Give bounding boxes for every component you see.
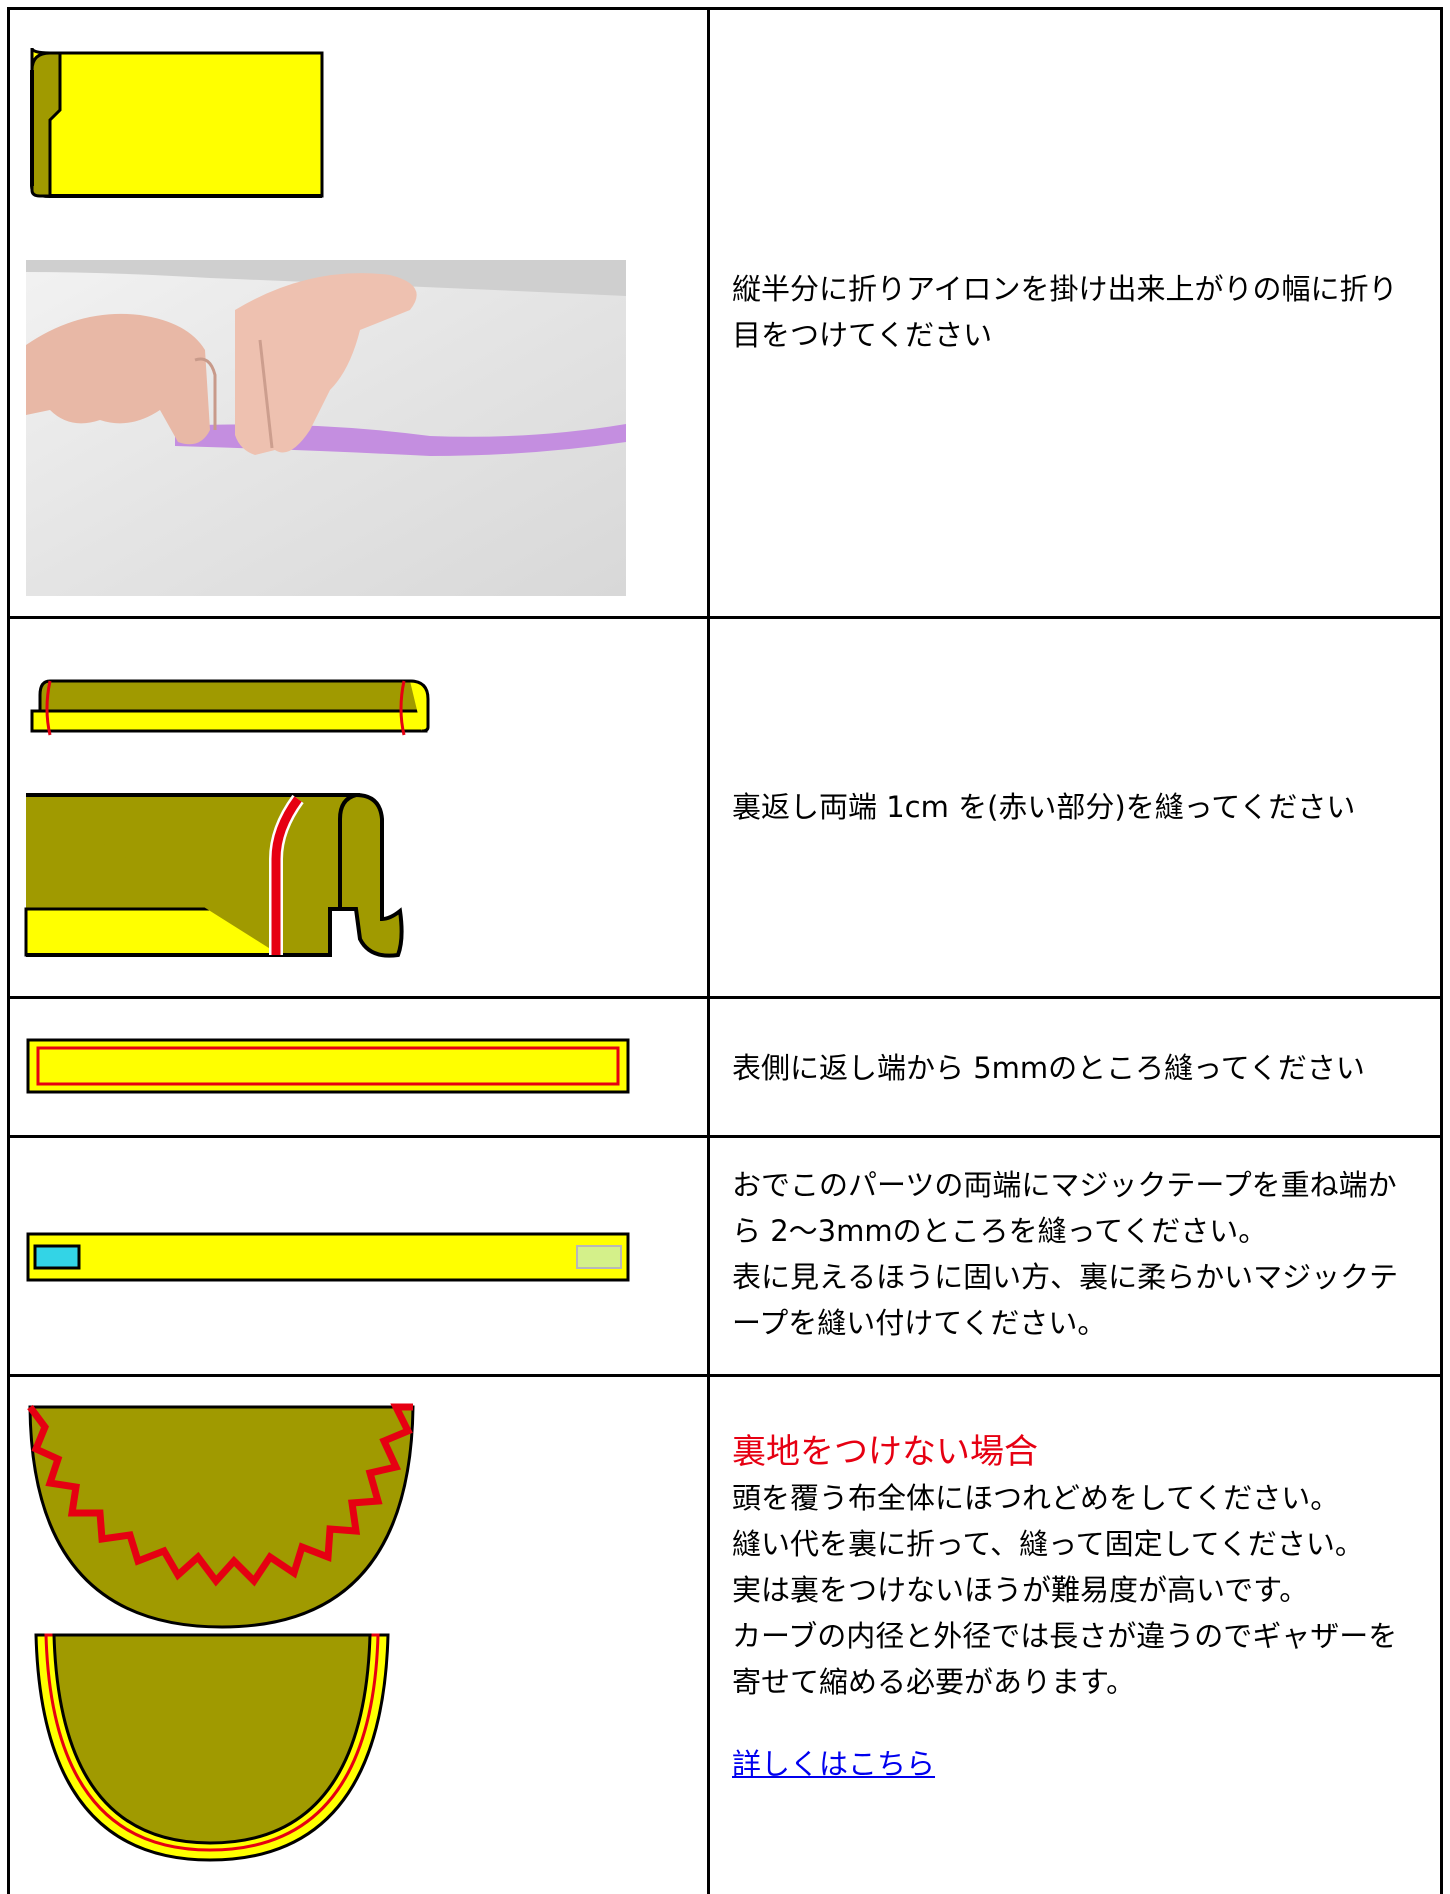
instruction-line: 縫い代を裏に折って、縫って固定してください。 (732, 1527, 1364, 1561)
row-4-image-cell (10, 1138, 707, 1374)
folded-strip-diagram (30, 47, 324, 198)
row-divider (7, 616, 1443, 619)
instruction-line: おでこのパーツの両端にマジックテープを重ね端か (732, 1168, 1397, 1202)
instruction-line: ープを縫い付けてください。 (732, 1306, 1107, 1340)
zigzag-semicircle-diagram (27, 1403, 415, 1629)
row-4-instruction: おでこのパーツの両端にマジックテープを重ね端か ら 2〜3mmのところを縫ってく… (732, 1162, 1422, 1346)
topstitched-strip-diagram (26, 1038, 630, 1094)
row-divider (7, 1135, 1443, 1138)
rolled-end-closeup-diagram (24, 793, 404, 958)
details-link[interactable]: 詳しくはこちら (732, 1747, 936, 1781)
row-1-instruction: 縦半分に折りアイロンを掛け出来上がりの幅に折り目をつけてください (732, 272, 1398, 352)
strip-with-velcro-diagram (26, 1232, 630, 1282)
row-2-instruction: 裏返し両端 1cm を(赤い部分)を縫ってください (732, 790, 1356, 824)
instruction-line: ら 2〜3mmのところを縫ってください。 (732, 1214, 1268, 1248)
row-1-image-cell (10, 10, 707, 616)
row-divider (7, 1374, 1443, 1377)
hemmed-semicircle-diagram (34, 1633, 390, 1862)
table-border (7, 7, 1443, 1894)
instruction-line: 頭を覆う布全体にほつれどめをしてください。 (732, 1481, 1340, 1515)
strip-with-red-seams-diagram (30, 679, 430, 736)
row-divider (7, 996, 1443, 999)
row-5-image-cell (10, 1377, 707, 1894)
column-divider (707, 7, 710, 1894)
row-5-instruction: 裏地をつけない場合 頭を覆う布全体にほつれどめをしてください。 縫い代を裏に折っ… (732, 1429, 1422, 1787)
section-heading: 裏地をつけない場合 (732, 1432, 1038, 1472)
hands-folding-photo (26, 260, 626, 596)
row-2-image-cell (10, 619, 707, 996)
instruction-line: 実は裏をつけないほうが難易度が高いです。 (732, 1573, 1309, 1607)
instruction-line: 寄せて縮める必要があります。 (732, 1665, 1136, 1699)
instruction-line: カーブの内径と外径では長さが違うのでギャザーを (732, 1619, 1398, 1653)
row-3-instruction: 表側に返し端から 5mmのところ縫ってください (732, 1051, 1365, 1085)
instruction-line: 表に見えるほうに固い方、裏に柔らかいマジックテ (732, 1260, 1399, 1294)
row-3-image-cell (10, 999, 707, 1135)
